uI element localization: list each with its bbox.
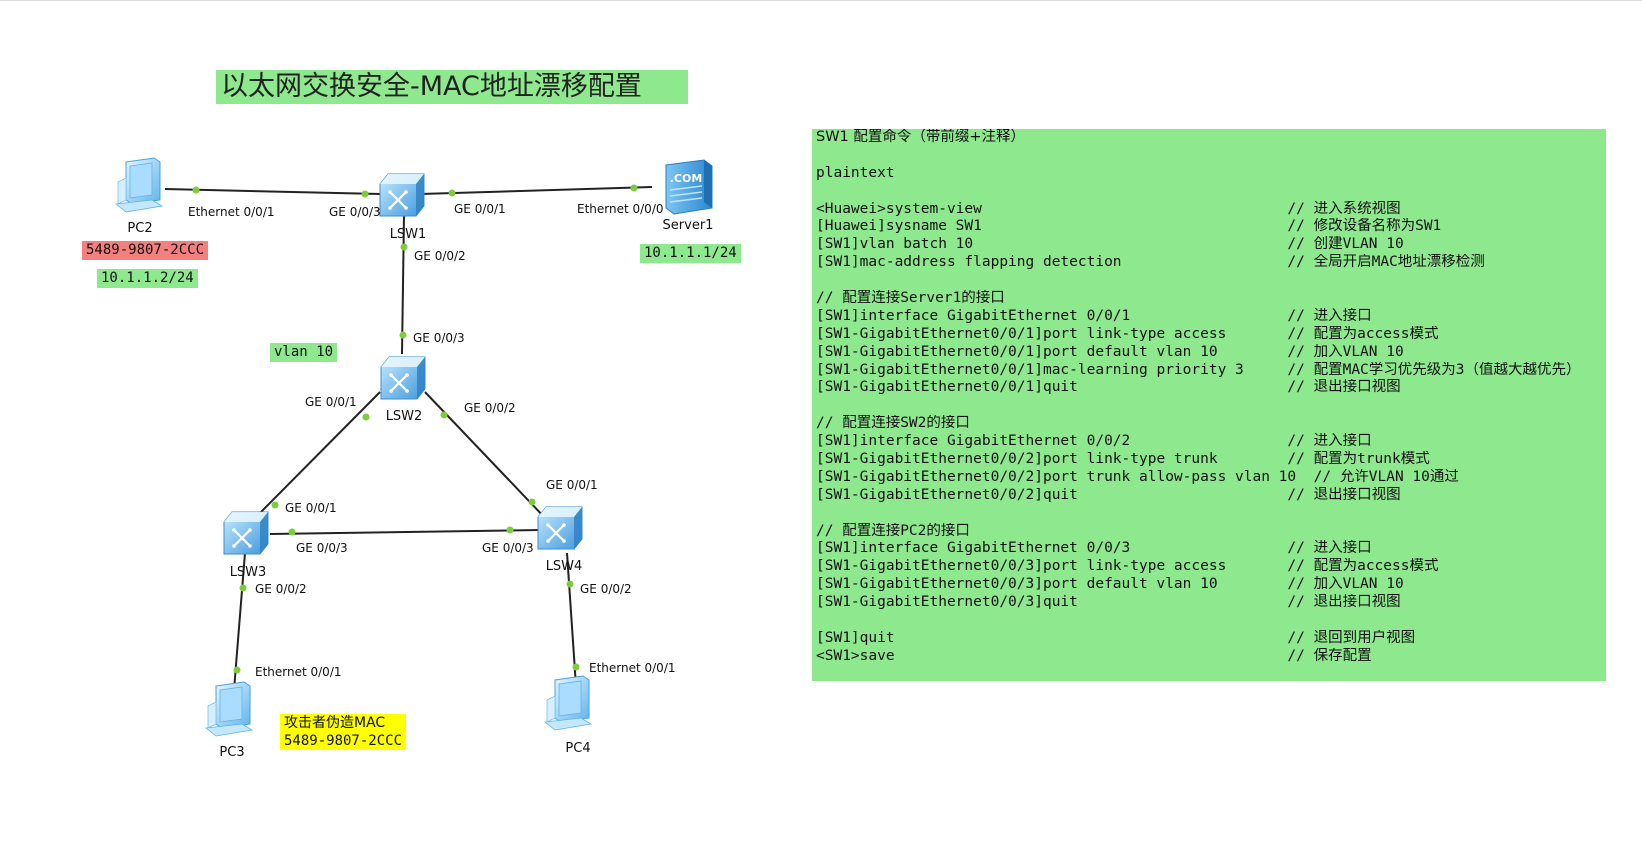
config-line <box>816 397 1602 415</box>
port-label-lsw3-ge003: GE 0/0/3 <box>296 541 348 555</box>
pc3-icon[interactable] <box>205 681 253 737</box>
config-line: [SW1]mac-address flapping detection // 全… <box>816 254 1485 271</box>
top-divider <box>0 0 1642 1</box>
config-line: [SW1-GigabitEthernet0/0/2]port trunk all… <box>816 468 1459 485</box>
config-line: // 配置连接SW2的接口 <box>816 415 970 432</box>
port-label-server1-eth: Ethernet 0/0/0 <box>577 202 664 216</box>
config-line <box>816 272 1602 290</box>
lsw4-icon[interactable] <box>536 505 584 551</box>
port-dot <box>399 331 407 339</box>
config-line: [Huawei]sysname SW1 // 修改设备名称为SW1 <box>816 218 1442 235</box>
port-dot <box>362 413 370 421</box>
lsw2-label: LSW2 <box>386 409 423 424</box>
port-dot <box>271 501 279 509</box>
server1-label: Server1 <box>663 218 714 233</box>
port-dot <box>400 243 408 251</box>
link-lsw1-lsw2 <box>401 214 405 355</box>
config-line: [SW1-GigabitEthernet0/0/3]quit // 退出接口视图 <box>816 594 1401 611</box>
lsw1-icon[interactable] <box>378 172 426 218</box>
port-dot <box>192 186 200 194</box>
lsw2-icon[interactable] <box>379 355 427 401</box>
config-line <box>816 147 1602 165</box>
port-dot <box>440 411 448 419</box>
link-lsw1-server1 <box>419 186 653 195</box>
config-line: plaintext <box>816 164 895 181</box>
attacker-title: 攻击者伪造MAC <box>284 715 386 731</box>
port-dot <box>528 498 536 506</box>
config-line <box>816 183 1602 201</box>
port-label-lsw1-ge003: GE 0/0/3 <box>329 205 381 219</box>
config-line: [SW1]vlan batch 10 // 创建VLAN 10 <box>816 236 1404 253</box>
port-label-lsw4-ge001: GE 0/0/1 <box>546 478 598 492</box>
port-label-lsw2-ge002: GE 0/0/2 <box>464 401 516 415</box>
port-label-lsw2-ge001: GE 0/0/1 <box>305 395 357 409</box>
pc4-icon[interactable] <box>544 675 592 731</box>
port-dot <box>630 184 638 192</box>
port-label-pc3-eth: Ethernet 0/0/1 <box>255 665 342 679</box>
port-label-lsw3-ge001: GE 0/0/1 <box>285 501 337 515</box>
port-label-lsw4-ge003: GE 0/0/3 <box>482 541 534 555</box>
lsw3-label: LSW3 <box>230 565 267 580</box>
port-label-lsw4-ge002: GE 0/0/2 <box>580 582 632 596</box>
config-line: [SW1]interface GigabitEthernet 0/0/3 // … <box>816 540 1372 557</box>
pc2-ip-label: 10.1.1.2/24 <box>97 269 198 288</box>
pc2-icon[interactable] <box>115 157 163 213</box>
vlan-label: vlan 10 <box>270 343 338 362</box>
lsw4-label: LSW4 <box>546 559 583 574</box>
link-pc2-lsw1 <box>164 188 381 195</box>
config-panel: SW1 配置命令（带前缀+注释） plaintext <Huawei>syste… <box>812 129 1606 681</box>
config-line: [SW1-GigabitEthernet0/0/1]mac-learning p… <box>816 361 1581 378</box>
port-dot <box>506 526 514 534</box>
config-line: [SW1-GigabitEthernet0/0/1]quit // 退出接口视图 <box>816 379 1401 396</box>
pc3-label: PC3 <box>219 745 244 760</box>
pc4-label: PC4 <box>565 741 590 756</box>
link-lsw4-pc4 <box>566 552 577 687</box>
config-line: [SW1]interface GigabitEthernet 0/0/2 // … <box>816 433 1372 450</box>
config-line: [SW1-GigabitEthernet0/0/3]port default v… <box>816 576 1404 593</box>
port-label-pc4-eth: Ethernet 0/0/1 <box>589 661 676 675</box>
pc2-label: PC2 <box>127 221 152 236</box>
config-line: // 配置连接PC2的接口 <box>816 522 970 539</box>
port-label-lsw1-ge002: GE 0/0/2 <box>414 249 466 263</box>
link-lsw3-lsw4 <box>269 529 541 535</box>
network-topology: .COM PC2 LSW1 Server1 LSW2 LSW3 LSW4 PC3… <box>115 157 714 760</box>
port-dot <box>448 189 456 197</box>
config-heading: SW1 配置命令（带前缀+注释） <box>816 129 1026 145</box>
lsw3-icon[interactable] <box>222 510 270 556</box>
config-line: [SW1-GigabitEthernet0/0/2]port link-type… <box>816 451 1430 468</box>
port-dot <box>239 584 247 592</box>
port-label-pc2-eth: Ethernet 0/0/1 <box>188 205 275 219</box>
attacker-note: 攻击者伪造MAC 5489-9807-2CCC <box>280 714 407 750</box>
config-line: <Huawei>system-view // 进入系统视图 <box>816 200 1401 217</box>
pc2-mac-label: 5489-9807-2CCC <box>82 241 209 260</box>
attacker-mac: 5489-9807-2CCC <box>284 733 403 749</box>
port-dot <box>288 528 296 536</box>
config-line: [SW1-GigabitEthernet0/0/3]port link-type… <box>816 558 1439 575</box>
config-line: [SW1-GigabitEthernet0/0/2]quit // 退出接口视图 <box>816 486 1401 503</box>
config-line: [SW1-GigabitEthernet0/0/1]port link-type… <box>816 325 1439 342</box>
port-label-lsw2-ge003: GE 0/0/3 <box>413 331 465 345</box>
server1-badge: .COM <box>670 172 703 185</box>
config-line <box>816 612 1602 630</box>
port-label-lsw3-ge002: GE 0/0/2 <box>255 582 307 596</box>
port-label-lsw1-ge001: GE 0/0/1 <box>454 202 506 216</box>
port-dot <box>572 663 580 671</box>
port-dot <box>233 666 241 674</box>
page-title: 以太网交换安全-MAC地址漂移配置 <box>216 70 688 104</box>
config-line: <SW1>save // 保存配置 <box>816 647 1372 664</box>
config-line: // 配置连接Server1的接口 <box>816 290 1005 307</box>
config-line <box>816 505 1602 523</box>
port-dot <box>361 190 369 198</box>
config-line: [SW1]interface GigabitEthernet 0/0/1 // … <box>816 307 1372 324</box>
server1-ip-label: 10.1.1.1/24 <box>640 244 741 263</box>
config-line: [SW1]quit // 退回到用户视图 <box>816 629 1416 646</box>
server1-icon[interactable]: .COM <box>665 159 713 215</box>
port-dot <box>566 580 574 588</box>
link-lsw2-lsw3 <box>257 391 381 516</box>
config-line: [SW1-GigabitEthernet0/0/1]port default v… <box>816 343 1404 360</box>
lsw1-label: LSW1 <box>390 227 427 242</box>
